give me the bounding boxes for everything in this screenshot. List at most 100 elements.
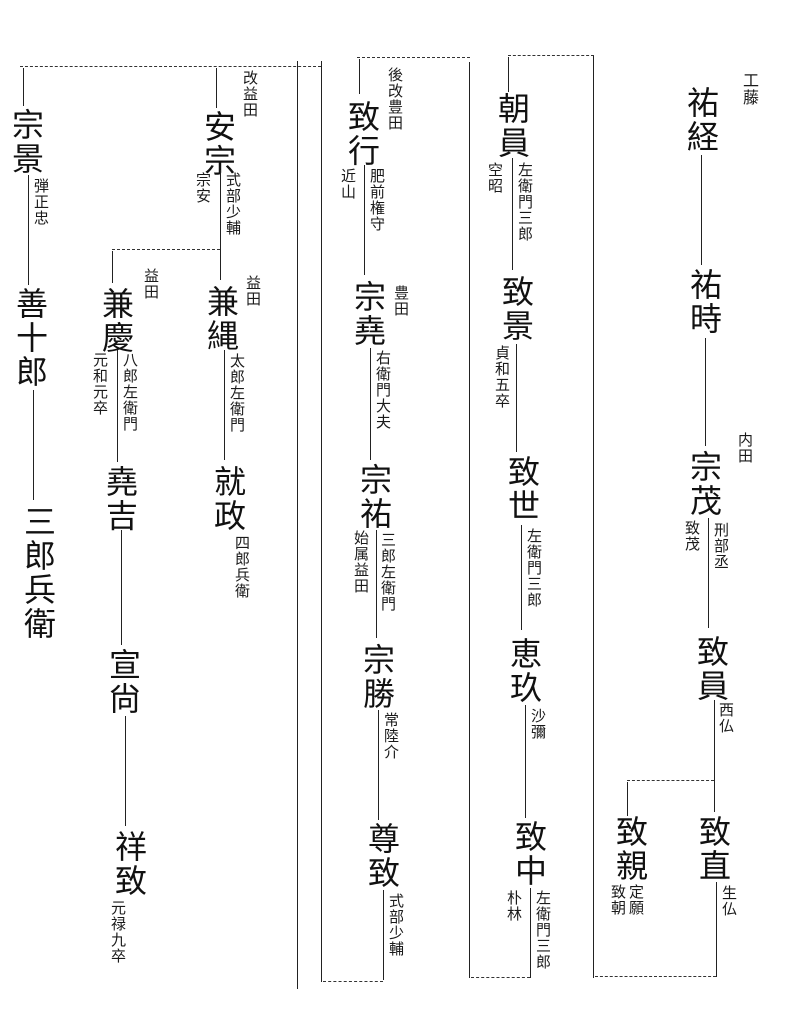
title-note: 沙彌 (529, 708, 547, 740)
person-munekatsu: 宗勝 (358, 643, 396, 711)
surname-note: 益田 (142, 268, 160, 300)
lineage-line (117, 350, 118, 462)
person-tomokazu: 朝員 (493, 92, 531, 160)
lineage-line (125, 716, 126, 826)
lineage-line (378, 710, 379, 820)
alias-note: 致茂 (683, 520, 701, 552)
lineage-line (23, 68, 24, 106)
lineage-line (714, 700, 715, 812)
person-zenjuro: 善十郎 (11, 287, 49, 389)
lineage-line (364, 165, 365, 275)
title-note: 元禄九卒 (109, 900, 127, 964)
lineage-line (370, 348, 371, 460)
title-note: 左衛門三郎 (525, 528, 543, 608)
title-note: 定願 (627, 884, 645, 916)
title-note: 弾正忠 (32, 178, 50, 226)
surname-note: 改益田 (241, 70, 259, 118)
branch-line (627, 780, 714, 781)
lineage-line (28, 175, 29, 285)
title-note: 常陸介 (382, 712, 400, 760)
person-munekage: 致景 (497, 275, 535, 343)
lineage-line (716, 882, 717, 977)
connector-line (595, 976, 716, 977)
connector-line (469, 62, 470, 978)
alias-note: 近山 (339, 168, 357, 200)
surname-note: 後改豊田 (386, 67, 404, 131)
clan-label: 工藤 (740, 72, 759, 106)
alias-note: 始属益田 (352, 530, 370, 594)
person-kanetsuna: 兼縄 (202, 285, 240, 353)
connector-line (321, 61, 322, 982)
connector-line (20, 66, 321, 67)
alias-note: 空昭 (486, 162, 504, 194)
lineage-line (376, 530, 377, 638)
lineage-line (383, 890, 384, 980)
person-muneyo: 致世 (503, 455, 541, 523)
surname-note: 豊田 (392, 285, 410, 317)
person-yasumune: 安宗 (199, 110, 237, 178)
title-note: 式部少輔 (387, 893, 405, 957)
connector-line (471, 977, 530, 978)
lineage-line (708, 518, 709, 628)
person-munekage2: 宗景 (7, 108, 45, 176)
title-note: 西仏 (717, 702, 735, 734)
connector-line (357, 57, 470, 58)
title-note: 生仏 (720, 885, 738, 917)
lineage-line (627, 782, 628, 816)
person-yoshimune: 祥致 (110, 830, 148, 898)
lineage-line (33, 390, 34, 500)
person-muneyuki: 致行 (343, 100, 381, 168)
alias-note: 朴林 (505, 890, 523, 922)
alias-note: 元和元卒 (91, 352, 109, 416)
person-saburobei: 三郎兵衛 (19, 505, 57, 641)
lineage-line (112, 251, 113, 283)
person-munemochi: 宗茂 (685, 450, 723, 518)
title-note: 四郎兵衛 (233, 535, 251, 599)
connector-line (508, 55, 594, 56)
alias-note: 宗安 (194, 172, 212, 204)
person-mune-kazu: 致員 (692, 635, 730, 703)
lineage-line (220, 170, 221, 280)
title-note: 右衛門大夫 (374, 350, 392, 430)
alias-note: 致朝 (609, 884, 627, 916)
connector-line (297, 61, 298, 989)
title-note: 貞和五卒 (493, 345, 511, 409)
title-note: 左衛門三郎 (516, 162, 534, 242)
title-note: 三郎左衛門 (379, 532, 397, 612)
title-note: 左衛門三郎 (534, 890, 552, 970)
person-munesuke: 宗祐 (355, 463, 393, 531)
person-narimasa: 就政 (209, 465, 247, 533)
lineage-line (121, 530, 122, 645)
connector-line (593, 55, 594, 978)
person-nobuhisa: 宣尙 (104, 648, 142, 716)
lineage-line (508, 57, 509, 92)
title-note: 太郎左衛門 (228, 353, 246, 433)
surname-note: 内田 (736, 432, 754, 464)
person-sukotoki: 祐時 (685, 268, 723, 336)
lineage-line (525, 705, 526, 818)
title-note: 肥前権守 (368, 168, 386, 232)
lineage-line (705, 338, 706, 446)
person-gyokichi: 堯吉 (101, 465, 139, 533)
person-munechika: 致親 (611, 815, 649, 883)
lineage-line (521, 525, 522, 630)
title-note: 刑部丞 (712, 522, 730, 570)
connector-line (323, 981, 383, 982)
lineage-line (224, 350, 225, 460)
person-munenao: 致直 (694, 815, 732, 883)
lineage-line (512, 158, 513, 270)
title-note: 八郎左衛門 (121, 352, 139, 432)
title-note: 式部少輔 (224, 172, 242, 236)
person-kaneyoshi: 兼慶 (97, 287, 135, 355)
lineage-line (530, 888, 531, 978)
person-munetaka: 宗堯 (349, 280, 387, 348)
person-munenaka: 致中 (510, 820, 548, 888)
person-ekyu: 恵玖 (505, 637, 543, 705)
lineage-line (216, 68, 217, 108)
person-takamune: 尊致 (363, 822, 401, 890)
surname-note: 益田 (244, 275, 262, 307)
branch-line (112, 249, 220, 250)
person-suketsune: 祐経 (682, 86, 720, 154)
lineage-line (359, 59, 360, 94)
